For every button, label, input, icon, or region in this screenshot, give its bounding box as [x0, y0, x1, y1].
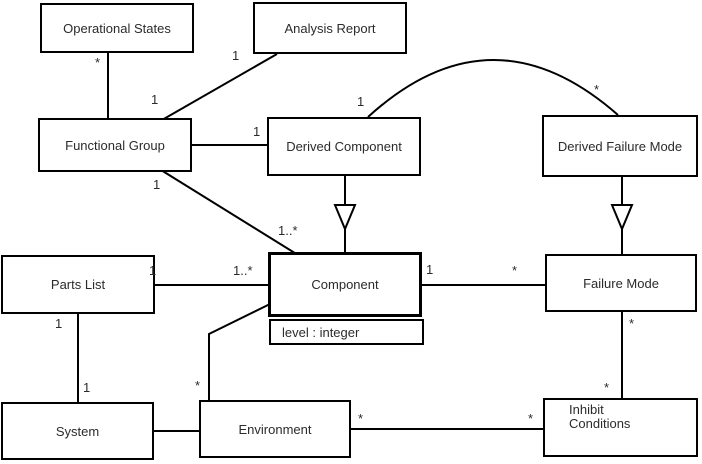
class-functional-group[interactable]: Functional Group: [38, 118, 192, 172]
class-derived-component[interactable]: Derived Component: [267, 117, 421, 176]
class-operational-states[interactable]: Operational States: [40, 3, 194, 53]
multiplicity-label: *: [528, 411, 534, 426]
class-name-parts-list: Parts List: [50, 277, 106, 292]
multiplicity-label: *: [358, 411, 364, 426]
multiplicity-label: *: [95, 55, 101, 70]
edge-functional-group-component: [160, 169, 299, 256]
class-failure-mode[interactable]: Failure Mode: [545, 254, 697, 312]
class-analysis-report[interactable]: Analysis Report: [253, 2, 407, 54]
class-name-environment: Environment: [238, 421, 312, 437]
generalization-triangle-icon: [610, 204, 634, 232]
class-name-failure-mode: Failure Mode: [583, 275, 659, 291]
edge-derived-component-derived-failure-mode: [367, 59, 619, 118]
generalization-triangle-icon: [333, 204, 357, 232]
multiplicity-label: *: [629, 316, 635, 331]
edge-analysis-report-functional-group: [161, 53, 278, 121]
class-component[interactable]: Component: [268, 252, 422, 317]
multiplicity-label: 1: [153, 177, 161, 192]
multiplicity-label: *: [594, 82, 600, 97]
class-component-attributes[interactable]: level : integer: [269, 319, 424, 345]
multiplicity-label: 1: [55, 316, 63, 331]
multiplicity-label: *: [512, 263, 518, 278]
class-system[interactable]: System: [1, 402, 154, 460]
multiplicity-label: 1..*: [233, 263, 253, 278]
multiplicity-label: 1: [232, 48, 240, 63]
multiplicity-label: 1: [357, 94, 365, 109]
multiplicity-label: *: [604, 380, 610, 395]
class-parts-list[interactable]: Parts List: [1, 255, 155, 314]
class-name-component: Component: [311, 277, 379, 292]
class-inhibit-conditions[interactable]: Inhibit Conditions: [543, 398, 698, 457]
class-name-inhibit-conditions: Inhibit Conditions: [569, 402, 631, 431]
multiplicity-label: 1: [149, 263, 157, 278]
class-name-derived-failure-mode: Derived Failure Mode: [557, 138, 683, 154]
class-name-operational-states: Operational States: [63, 20, 171, 36]
multiplicity-label: 1..*: [278, 223, 298, 238]
multiplicity-label: 1: [253, 124, 261, 139]
class-environment[interactable]: Environment: [199, 400, 351, 458]
class-name-derived-component: Derived Component: [286, 139, 402, 154]
edge-component-environment: [208, 303, 271, 402]
class-derived-failure-mode[interactable]: Derived Failure Mode: [542, 115, 698, 177]
class-name-analysis-report: Analysis Report: [284, 20, 376, 36]
multiplicity-label: 1: [426, 262, 434, 277]
multiplicity-label: *: [195, 378, 201, 393]
class-name-system: System: [55, 423, 100, 439]
component-attribute-level: level : integer: [282, 324, 360, 340]
class-name-functional-group: Functional Group: [65, 137, 165, 153]
multiplicity-label: 1: [151, 92, 159, 107]
multiplicity-label: 1: [83, 380, 91, 395]
